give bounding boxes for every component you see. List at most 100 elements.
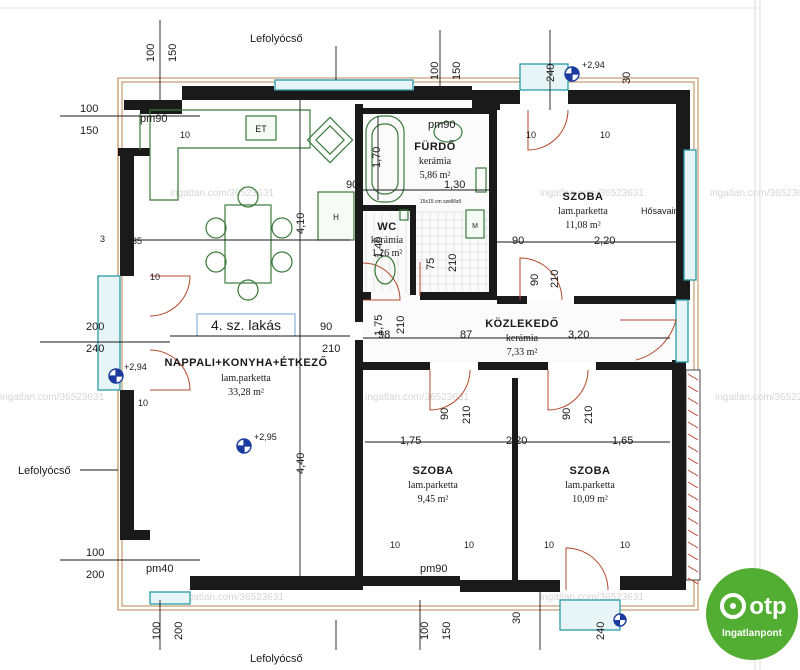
- et-label: ET: [255, 124, 267, 134]
- watermark: ingatlan.com/36523631: [180, 592, 284, 603]
- svg-text:4,40: 4,40: [295, 453, 307, 474]
- svg-text:100: 100: [419, 622, 431, 640]
- pm-label: pm40: [146, 563, 174, 575]
- svg-text:35: 35: [132, 236, 142, 246]
- room-name-living: NAPPALI+KONYHA+ÉTKEZŐ: [164, 356, 327, 369]
- insulation-label: Hősavaim: [641, 206, 681, 216]
- room-floor-hall: kerámia: [506, 333, 539, 344]
- room-name-hall: KÖZLEKEDŐ: [485, 317, 559, 330]
- watermark: ingatlan.com/36523631: [365, 392, 469, 403]
- svg-text:100: 100: [80, 103, 98, 115]
- level-b: +2,94: [124, 362, 147, 372]
- room-labels: NAPPALI+KONYHA+ÉTKEZŐ lam.parketta 33,28…: [164, 140, 615, 505]
- watermark: ingatlan.com/36523631: [0, 392, 104, 403]
- svg-text:1,70: 1,70: [371, 147, 383, 168]
- svg-text:90: 90: [529, 274, 541, 286]
- downpipe-label: Lefolyócső: [250, 33, 303, 45]
- svg-text:10: 10: [180, 130, 190, 140]
- room-name-room2: SZOBA: [413, 465, 454, 477]
- m-fixture: [465, 209, 485, 239]
- level-markers: +2,94 +2,94 +2,95: [108, 60, 627, 627]
- svg-text:75: 75: [425, 258, 437, 270]
- room-area-living: 33,28 m²: [228, 387, 264, 398]
- svg-text:1,75: 1,75: [373, 315, 385, 336]
- walls: [118, 86, 690, 592]
- pm-label: pm90: [420, 563, 448, 575]
- svg-text:100: 100: [86, 547, 104, 559]
- svg-text:100: 100: [145, 44, 157, 62]
- svg-text:2,20: 2,20: [506, 435, 527, 447]
- svg-text:87: 87: [460, 329, 472, 341]
- room-floor-room3: lam.parketta: [565, 480, 615, 491]
- m-label: M: [472, 223, 478, 230]
- room-area-room2: 9,45 m²: [418, 494, 449, 505]
- svg-text:200: 200: [86, 569, 104, 581]
- svg-text:10: 10: [464, 540, 474, 550]
- svg-text:150: 150: [167, 44, 179, 62]
- kitchen-furniture: ET H: [139, 109, 355, 301]
- svg-text:10: 10: [390, 540, 400, 550]
- svg-text:1,40: 1,40: [373, 237, 385, 258]
- svg-text:2,20: 2,20: [594, 235, 615, 247]
- level-c: +2,95: [254, 432, 277, 442]
- et-cabinet: [245, 115, 277, 141]
- downpipe-label: Lefolyócső: [250, 653, 303, 665]
- otp-logo: otp Ingatlanpont: [706, 568, 798, 660]
- svg-text:100: 100: [151, 622, 163, 640]
- toilet: [374, 255, 396, 285]
- svg-text:210: 210: [322, 343, 340, 355]
- window: [559, 599, 621, 631]
- svg-text:1,75: 1,75: [400, 435, 421, 447]
- room-name-room1: SZOBA: [563, 191, 604, 203]
- room-area-room1: 11,08 m²: [565, 220, 600, 231]
- window: [97, 275, 121, 391]
- svg-text:98: 98: [378, 329, 390, 341]
- window: [274, 79, 414, 91]
- room-area-wc: 1,26 m²: [372, 248, 403, 259]
- logo-brand: otp: [749, 593, 786, 620]
- room-area-room3: 10,09 m²: [572, 494, 608, 505]
- svg-text:210: 210: [549, 270, 561, 288]
- room-floor-room1: lam.parketta: [558, 206, 608, 217]
- bathtub: [365, 115, 405, 203]
- svg-text:10: 10: [544, 540, 554, 550]
- room-floor-room2: lam.parketta: [408, 480, 458, 491]
- pm-label: pm90: [140, 113, 168, 125]
- svg-text:100: 100: [429, 62, 441, 80]
- window: [683, 149, 697, 281]
- watermarks: ingatlan.com/36523631 ingatlan.com/36523…: [0, 188, 800, 603]
- dimension-labels: 100 150 100 150 100 150 240 30 200 240 1…: [80, 44, 633, 640]
- logo-circle: [706, 568, 798, 660]
- logo-mark-icon: [720, 593, 746, 619]
- side-hatch: [685, 369, 701, 585]
- watermark: ingatlan.com/36523631: [710, 188, 800, 199]
- room-name-bath: FÜRDŐ: [414, 140, 456, 153]
- window: [149, 591, 191, 605]
- svg-text:30: 30: [511, 612, 523, 624]
- svg-text:210: 210: [395, 316, 407, 334]
- svg-text:90: 90: [512, 235, 524, 247]
- svg-text:150: 150: [441, 622, 453, 640]
- dimension-lines: [40, 20, 676, 650]
- svg-text:200: 200: [173, 622, 185, 640]
- svg-text:1,30: 1,30: [444, 179, 465, 191]
- watermark: ingatlan.com/36523631: [540, 188, 644, 199]
- svg-text:240: 240: [545, 64, 557, 82]
- doors: [149, 109, 677, 591]
- windows: [97, 63, 697, 631]
- svg-text:10: 10: [620, 540, 630, 550]
- level-a: +2,94: [582, 60, 605, 70]
- bath-fixtures: M 15x15 cm szellőző: [365, 115, 487, 285]
- room-floor-living: lam.parketta: [221, 373, 271, 384]
- svg-text:210: 210: [461, 406, 473, 424]
- sheet-grid: [0, 0, 761, 670]
- svg-text:3,20: 3,20: [568, 329, 589, 341]
- apartment-label: 4. sz. lakás: [211, 317, 281, 333]
- pm-label: pm90: [428, 119, 456, 131]
- sink: [433, 121, 463, 143]
- svg-text:90: 90: [320, 321, 332, 333]
- room-floor-bath: kerámia: [419, 156, 452, 167]
- watermark: ingatlan.com/36523631: [170, 188, 274, 199]
- svg-text:3: 3: [100, 234, 105, 244]
